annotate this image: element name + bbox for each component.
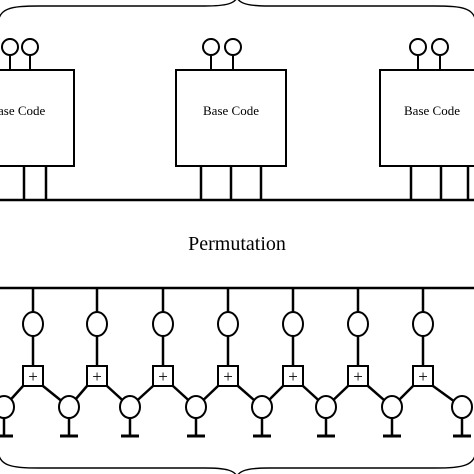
xor-symbol: + [223,367,233,386]
xor-symbol: + [28,367,38,386]
xor-symbol: + [92,367,102,386]
top-brace [0,0,474,19]
xor-symbol: + [418,367,428,386]
variable-node-circle [202,38,220,56]
variable-node-circle [185,395,207,419]
xor-symbol: + [158,367,168,386]
variable-node-circle [282,311,304,337]
check-node-box [22,365,44,387]
variable-node-circle [224,38,242,56]
xor-symbol: + [288,367,298,386]
variable-node-circle [119,395,141,419]
check-node-box [86,365,108,387]
check-node-box [152,365,174,387]
check-node-box [217,365,239,387]
variable-node-circle [409,38,427,56]
check-node-box [412,365,434,387]
variable-node-circle [0,395,15,419]
variable-node-circle [251,395,273,419]
accumulator-lattice: + + + + + + + [0,288,473,438]
variable-node-circle [381,395,403,419]
variable-node-circle [21,38,39,56]
check-node-box [282,365,304,387]
variable-node-circle [451,395,473,419]
bottom-brace [0,455,474,474]
base-code-label-2: Base Code [203,103,259,118]
variable-node-circle [1,38,19,56]
base-code-label-1: ase Code [0,103,46,118]
variable-node-circle [58,395,80,419]
base-code-block-1: ase Code [0,38,75,200]
base-code-block-3: Base Code [379,38,474,200]
xor-symbol: + [353,367,363,386]
variable-node-circle [431,38,449,56]
variable-node-circle [347,311,369,337]
variable-node-circle [86,311,108,337]
variable-node-circle [315,395,337,419]
check-node-box [347,365,369,387]
variable-node-circle [412,311,434,337]
variable-node-circle [22,311,44,337]
permutation-label: Permutation [188,233,286,255]
variable-node-circle [152,311,174,337]
variable-node-circle [217,311,239,337]
base-code-label-3: Base Code [404,103,460,118]
base-code-block-2: Base Code [175,38,287,200]
